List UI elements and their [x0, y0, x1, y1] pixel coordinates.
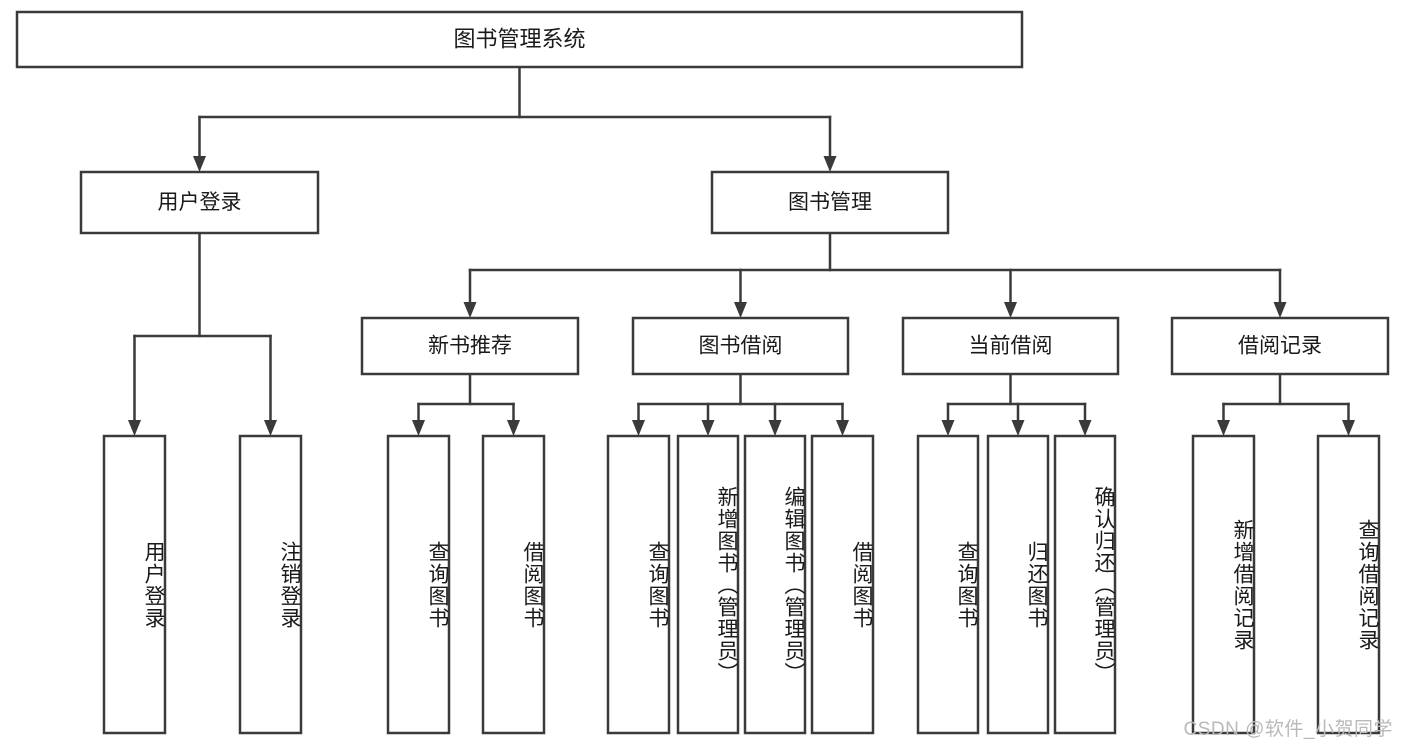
- arrow-head-icon: [1078, 420, 1092, 436]
- arrow-head-icon: [823, 156, 837, 172]
- csdn-watermark: CSDN @软件_小贺同学: [1183, 719, 1393, 740]
- arrow-head-icon: [632, 420, 645, 436]
- node-box-leaf-edit-book-admin[interactable]: [743, 434, 807, 735]
- node-box-leaf-query-book-3[interactable]: [916, 434, 980, 735]
- arrow-head-icon: [1342, 420, 1355, 436]
- arrow-head-icon: [768, 420, 782, 436]
- node-box-leaf-add-book-admin[interactable]: [676, 434, 740, 735]
- arrow-head-icon: [193, 156, 206, 172]
- node-label-user-login: 用户登录: [158, 191, 242, 214]
- arrow-head-icon: [507, 420, 520, 436]
- arrow-head-icon: [412, 420, 425, 436]
- node-box-leaf-return-book[interactable]: [986, 434, 1050, 735]
- arrow-head-icon: [701, 420, 715, 436]
- connector-current-to-leaves: [941, 372, 1092, 436]
- node-box-leaf-add-borrow-record[interactable]: [1191, 434, 1256, 735]
- node-box-leaf-user-logout[interactable]: [238, 434, 303, 735]
- arrow-head-icon: [734, 302, 747, 318]
- node-box-book-borrow[interactable]: [631, 316, 850, 376]
- node-box-leaf-query-borrow-record[interactable]: [1316, 434, 1381, 735]
- arrow-head-icon: [1217, 420, 1230, 436]
- arrow-head-icon: [1011, 420, 1025, 436]
- node-box-leaf-borrow-book-1[interactable]: [481, 434, 546, 735]
- node-label-new-book-recommend: 新书推荐: [428, 335, 512, 358]
- arrow-head-icon: [463, 302, 477, 318]
- arrow-head-icon: [941, 420, 955, 436]
- node-box-borrow-records[interactable]: [1170, 316, 1390, 376]
- node-label-book-management: 图书管理: [788, 191, 872, 214]
- boxes-layer: [15, 10, 1390, 735]
- node-box-current-borrow[interactable]: [901, 316, 1120, 376]
- node-label-current-borrow: 当前借阅: [969, 335, 1053, 358]
- node-box-leaf-borrow-book-2[interactable]: [810, 434, 875, 735]
- node-box-leaf-query-book-1[interactable]: [386, 434, 451, 735]
- node-box-leaf-user-login[interactable]: [102, 434, 167, 735]
- arrow-head-icon: [1004, 302, 1017, 318]
- connector-root-to-level2: [193, 65, 837, 172]
- connector-bookmgmt-to-level3: [463, 231, 1287, 318]
- connector-records-to-leaves: [1217, 372, 1355, 436]
- node-label-borrow-records: 借阅记录: [1238, 335, 1322, 358]
- node-box-new-book-recommend[interactable]: [360, 316, 580, 376]
- connector-user-login-to-leaves: [128, 231, 277, 436]
- node-box-leaf-query-book-2[interactable]: [606, 434, 671, 735]
- node-box-book-management[interactable]: [710, 170, 950, 235]
- connectors-layer: [128, 65, 1355, 436]
- node-box-leaf-confirm-return-admin[interactable]: [1053, 434, 1117, 735]
- arrow-head-icon: [836, 420, 849, 436]
- arrow-head-icon: [1273, 302, 1287, 318]
- node-box-user-login[interactable]: [79, 170, 320, 235]
- arrow-head-icon: [128, 420, 141, 436]
- arrow-head-icon: [264, 420, 277, 436]
- node-box-root[interactable]: [15, 10, 1024, 69]
- connector-recommend-to-leaves: [412, 372, 520, 436]
- node-label-book-borrow: 图书借阅: [699, 335, 783, 358]
- node-label-root: 图书管理系统: [453, 26, 585, 51]
- connector-borrow-to-leaves: [632, 372, 849, 436]
